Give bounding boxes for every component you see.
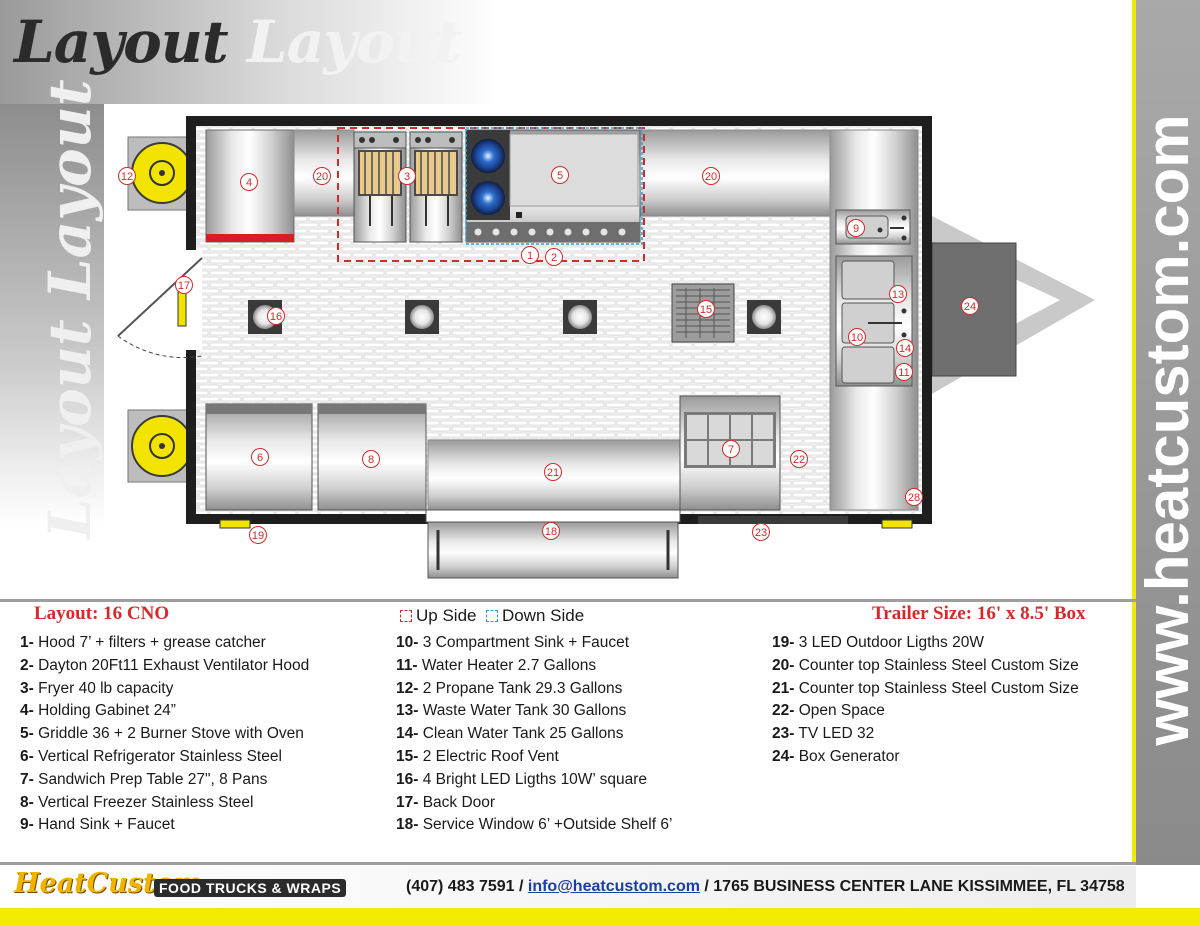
callout-6: 6 xyxy=(251,448,269,466)
legend-item: 2- Dayton 20Ft11 Exhaust Ventilator Hood xyxy=(20,656,310,674)
callout-9: 9 xyxy=(847,219,865,237)
down-side-swatch xyxy=(485,610,498,622)
callout-21: 21 xyxy=(544,463,562,481)
hood-down-outline xyxy=(465,127,643,245)
legend-item: 19- 3 LED Outdoor Ligths 20W xyxy=(772,634,984,651)
griddle-stove xyxy=(465,129,641,243)
up-side-swatch xyxy=(400,610,412,622)
side-band xyxy=(0,104,104,524)
up-side-label: Up Side xyxy=(416,606,477,625)
callout-20-right: 20 xyxy=(702,167,720,185)
legend-item: 7- Sandwich Prep Table 27", 8 Pans xyxy=(20,770,268,788)
legend-column-3: 19- 3 LED Outdoor Ligths 20W 20- Counter… xyxy=(772,632,1079,769)
legend-item: 14- Clean Water Tank 25 Gallons xyxy=(396,725,624,743)
fryer-2 xyxy=(409,131,463,243)
back-door xyxy=(117,257,203,337)
footer-contact: (407) 483 7591 / info@heatcustom.com / 1… xyxy=(406,878,1125,895)
legend-item: 1- Hood 7’ + filters + grease catcher xyxy=(20,634,266,651)
legend-column-2: 10- 3 Compartment Sink + Faucet 11- Wate… xyxy=(396,632,672,837)
down-side-label: Down Side xyxy=(501,606,585,625)
outdoor-light-right xyxy=(881,519,913,529)
title-dark: Layout xyxy=(14,8,229,76)
fryer-1 xyxy=(353,131,407,243)
callout-13: 13 xyxy=(889,285,907,303)
email-link[interactable]: info@heatcustom.com xyxy=(527,878,700,895)
legend-column-1: 1- Hood 7’ + filters + grease catcher 2-… xyxy=(20,632,309,837)
address: 1765 BUSINESS CENTER LANE KISSIMMEE, FL … xyxy=(713,878,1125,895)
legend-item: 6- Vertical Refrigerator Stainless Steel xyxy=(20,747,282,765)
service-window xyxy=(425,509,681,523)
callout-3: 3 xyxy=(398,167,416,185)
legend-item: 16- 4 Bright LED Ligths 10W’ square xyxy=(396,770,648,788)
callout-2: 2 xyxy=(545,248,563,266)
legend-item: 21- Counter top Stainless Steel Custom S… xyxy=(772,679,1079,697)
legend-item: 20- Counter top Stainless Steel Custom S… xyxy=(772,656,1079,674)
legend-item: 9- Hand Sink + Faucet xyxy=(20,816,175,834)
page-title: Layout Layout xyxy=(14,8,462,76)
counter-top-upper xyxy=(639,129,831,217)
callout-1: 1 xyxy=(521,246,539,264)
hood-up-outline xyxy=(337,127,645,262)
food-trucks-badge: FOOD TRUCKS & WRAPS xyxy=(154,879,347,897)
title-light: Layout xyxy=(246,8,462,76)
legend-item: 18- Service Window 6’ +Outside Shelf 6’ xyxy=(396,816,673,834)
callout-28: 28 xyxy=(905,488,923,506)
legend-item: 24- Box Generator xyxy=(772,747,900,765)
header-band xyxy=(0,0,500,104)
callout-14: 14 xyxy=(896,339,914,357)
callout-16: 16 xyxy=(267,307,285,325)
website-url[interactable]: www.heatcustom.com xyxy=(1134,114,1200,746)
legend-item: 5- Griddle 36 + 2 Burner Stove with Oven xyxy=(20,725,304,743)
legend-item: 3- Fryer 40 lb capacity xyxy=(20,679,174,697)
side-key: Up Side Down Side xyxy=(400,606,584,626)
callout-7: 7 xyxy=(722,440,740,458)
callout-17: 17 xyxy=(175,276,193,294)
legend-item: 13- Waste Water Tank 30 Gallons xyxy=(396,702,627,720)
phone-number[interactable]: (407) 483 7591 xyxy=(406,878,515,895)
accent-strip xyxy=(1132,0,1136,865)
callout-19: 19 xyxy=(249,526,267,544)
callout-12: 12 xyxy=(118,167,136,185)
callout-15: 15 xyxy=(697,300,715,318)
trailer-size: Trailer Size: 16' x 8.5' Box xyxy=(872,603,1086,624)
legend-item: 22- Open Space xyxy=(772,702,885,720)
callout-8: 8 xyxy=(362,450,380,468)
legend-item: 17- Back Door xyxy=(396,793,496,811)
layout-name: Layout: 16 CNO xyxy=(34,603,170,624)
callout-20-left: 20 xyxy=(313,167,331,185)
legend-item: 23- TV LED 32 xyxy=(772,725,875,743)
divider-bottom xyxy=(0,862,1136,865)
callout-23: 23 xyxy=(752,523,770,541)
callout-11: 11 xyxy=(895,363,913,381)
footer-accent xyxy=(0,908,1200,926)
callout-18: 18 xyxy=(542,522,560,540)
divider-top xyxy=(0,599,1136,602)
callout-10: 10 xyxy=(848,328,866,346)
callout-22: 22 xyxy=(790,450,808,468)
legend-item: 12- 2 Propane Tank 29.3 Gallons xyxy=(396,679,623,697)
callout-24: 24 xyxy=(961,297,979,315)
legend-item: 10- 3 Compartment Sink + Faucet xyxy=(396,634,630,651)
legend-item: 11- Water Heater 2.7 Gallons xyxy=(396,656,597,674)
back-door-opening xyxy=(186,250,202,350)
tv-led xyxy=(698,516,848,524)
outdoor-light-left xyxy=(219,519,251,529)
url-band xyxy=(1136,0,1200,865)
legend-item: 8- Vertical Freezer Stainless Steel xyxy=(20,793,254,811)
callout-4: 4 xyxy=(240,173,258,191)
callout-5: 5 xyxy=(551,166,569,184)
legend-item: 4- Holding Gabinet 24” xyxy=(20,702,176,720)
legend-item: 15- 2 Electric Roof Vent xyxy=(396,747,559,765)
